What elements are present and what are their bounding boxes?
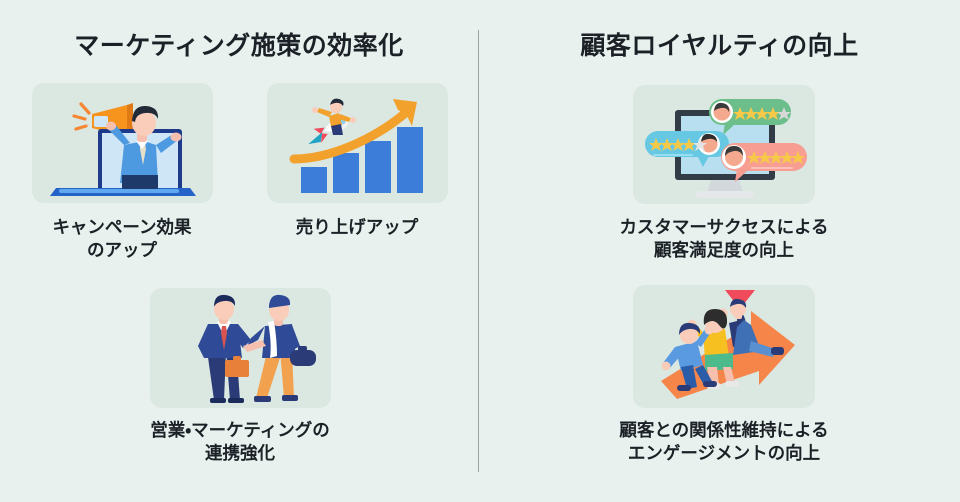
column-divider — [478, 30, 479, 472]
business-handshake-illustration-icon — [150, 288, 331, 408]
caption-alignment: 営業・マーケティングの 連携強化 — [150, 419, 330, 465]
caption-sales-line-1: 売り上げアップ — [295, 217, 419, 237]
caption-csat: カスタマーサクセスによる 顧客満足度の向上 — [619, 216, 828, 262]
caption-csat-line-2: 顧客満足度の向上 — [654, 240, 794, 261]
growth-bar-chart-rocket-illustration-icon — [267, 83, 448, 203]
customer-reviews-monitor-illustration-icon — [633, 85, 815, 204]
caption-alignment-line-1: 営業・マーケティングの — [150, 420, 330, 440]
caption-alignment-line-2: 連携強化 — [205, 443, 275, 464]
card-engagement — [633, 285, 815, 408]
card-csat — [633, 85, 815, 204]
caption-engagement-line-2: エンゲージメントの向上 — [627, 443, 821, 464]
team-on-arrow-flag-illustration-icon — [633, 285, 815, 408]
card-alignment — [150, 288, 331, 408]
caption-engagement: 顧客との関係性維持による エンゲージメントの向上 — [619, 419, 828, 465]
caption-campaign: キャンペーン効果 のアップ — [52, 216, 191, 262]
column-title-marketing: マーケティング施策の効率化 — [74, 32, 404, 60]
megaphone-laptop-illustration-icon — [32, 83, 213, 203]
card-sales — [267, 83, 448, 203]
caption-csat-line-1: カスタマーサクセスによる — [619, 217, 829, 237]
caption-campaign-line-2: のアップ — [87, 240, 157, 261]
column-marketing: マーケティング施策の効率化 — [0, 0, 478, 502]
column-loyalty: 顧客ロイヤルティの向上 — [479, 0, 960, 502]
card-campaign — [32, 83, 213, 203]
caption-engagement-line-1: 顧客との関係性維持による — [619, 420, 829, 440]
caption-campaign-line-1: キャンペーン効果 — [52, 217, 192, 237]
column-title-loyalty: 顧客ロイヤルティの向上 — [580, 32, 859, 60]
caption-sales: 売り上げアップ — [296, 216, 419, 239]
